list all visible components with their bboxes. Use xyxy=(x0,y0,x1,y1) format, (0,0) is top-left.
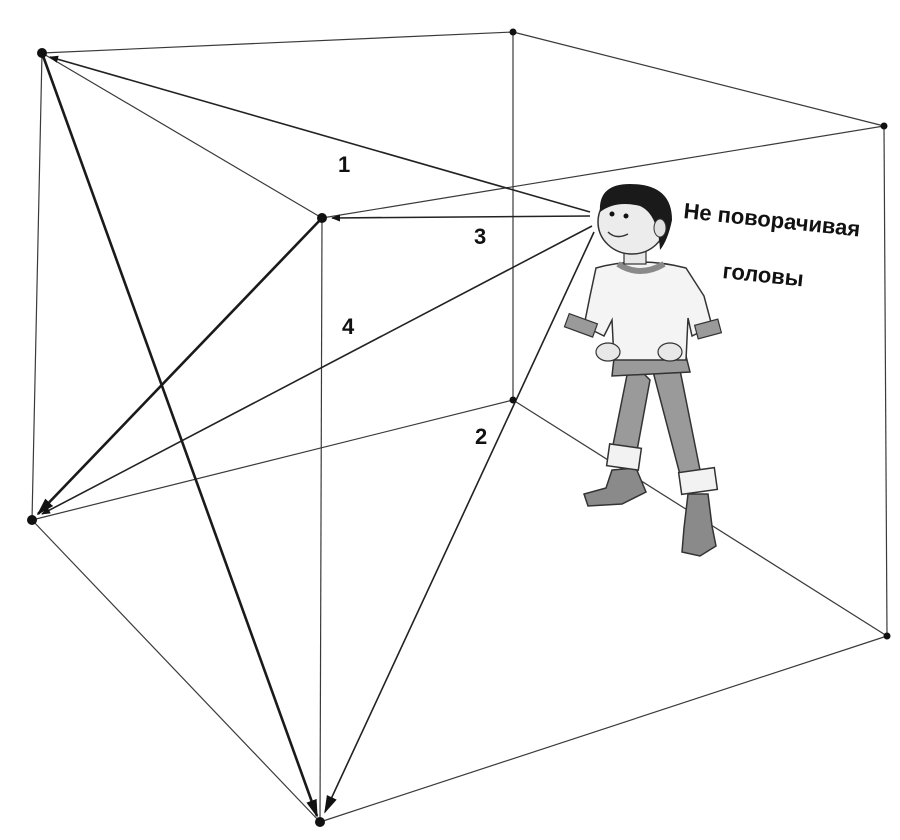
caption-line-2: головы xyxy=(721,258,804,291)
edge-top-front xyxy=(321,125,885,219)
boy-figure xyxy=(563,184,723,557)
boy-hand-left xyxy=(595,342,621,362)
ray-3 xyxy=(331,214,591,222)
arrow-front-top-to-back-bottom xyxy=(36,217,323,516)
sight-rays xyxy=(41,55,595,814)
ray-2 xyxy=(324,231,595,814)
boy-cuff-front xyxy=(677,466,719,496)
arrow-top-left-to-bottom-front xyxy=(40,52,319,818)
edge-vert-front-right xyxy=(883,125,888,637)
vertex-bottom-front-left xyxy=(315,817,325,827)
ray-1 xyxy=(49,55,591,213)
edge-vert-back-left xyxy=(31,52,43,521)
boy-shoe-back xyxy=(583,467,647,507)
edge-bottom-front xyxy=(319,635,888,823)
edge-bottom-back xyxy=(31,399,514,521)
boy-sleeve-left xyxy=(563,312,599,338)
boy-ear xyxy=(653,218,667,238)
boy-sleeve-right xyxy=(693,318,723,340)
path-label-2: 2 xyxy=(475,424,487,449)
vertex-bottom-back-right xyxy=(509,396,517,404)
vertex-top-front-left xyxy=(317,213,327,223)
ray-4 xyxy=(41,225,593,515)
edge-top-right xyxy=(512,31,885,127)
caption-line-1: Не поворачивая xyxy=(682,198,861,241)
vertex-top-back-right xyxy=(509,28,517,36)
boy-eye-icon-2 xyxy=(623,213,629,219)
boy-hand-right xyxy=(657,342,683,362)
path-label-3: 3 xyxy=(474,224,486,249)
boy-shirt-collar xyxy=(616,261,666,274)
vertex-bottom-front-right xyxy=(883,632,891,640)
edge-bottom-left xyxy=(31,519,321,823)
edge-top-back xyxy=(41,31,514,54)
path-label-4: 4 xyxy=(342,314,355,339)
vertex-top-front-right xyxy=(880,122,888,130)
vertex-top-back-left xyxy=(37,48,47,58)
vertices xyxy=(27,28,891,827)
boy-eye-icon xyxy=(609,211,615,217)
cube-edges xyxy=(31,31,888,823)
vertex-bottom-back-left xyxy=(27,515,37,525)
edge-vert-front-left xyxy=(319,217,323,823)
edge-top-left xyxy=(41,52,323,219)
boy-hair xyxy=(599,184,672,250)
boy-shoe-front xyxy=(681,493,717,557)
bold-arrows xyxy=(36,52,323,818)
boy-mouth xyxy=(607,231,629,238)
boy-cuff-back xyxy=(605,443,643,471)
path-label-1: 1 xyxy=(338,152,350,177)
